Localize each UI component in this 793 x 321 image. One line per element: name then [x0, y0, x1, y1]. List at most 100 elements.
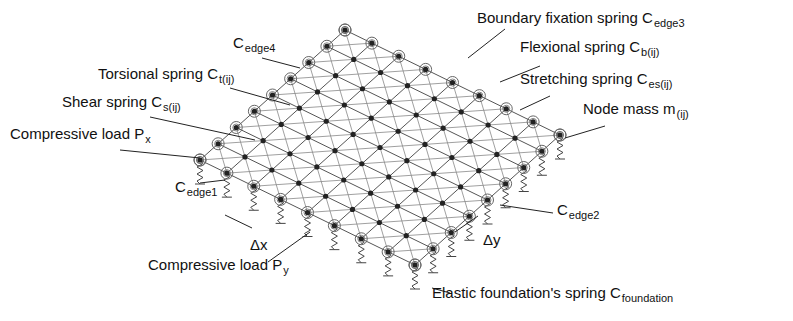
node-mass — [432, 96, 437, 101]
boundary-spring — [275, 193, 287, 205]
boundary-spring — [484, 197, 491, 204]
leader-line — [468, 29, 505, 58]
node-mass — [521, 165, 526, 170]
boundary-spring — [221, 167, 233, 179]
node-mass — [216, 141, 221, 146]
node-mass — [305, 210, 310, 215]
node-mass — [396, 54, 401, 59]
node-mass — [359, 161, 364, 166]
node-mass — [440, 201, 445, 206]
node-mass — [296, 181, 301, 186]
boundary-spring — [331, 222, 338, 229]
ground-mark — [464, 240, 474, 241]
boundary-spring — [339, 24, 351, 36]
shear-spring — [434, 174, 443, 203]
boundary-spring — [449, 79, 456, 86]
node-mass — [278, 197, 283, 202]
node-mass — [360, 86, 365, 91]
node-mass — [269, 167, 274, 172]
node-mass — [279, 122, 284, 127]
boundary-spring — [342, 27, 349, 34]
shear-spring — [408, 86, 417, 115]
callout-label: Stretching spring C — [520, 70, 648, 88]
subscript: edge3 — [654, 17, 685, 29]
node-mass — [512, 136, 517, 141]
node-mass — [306, 60, 311, 65]
shear-spring — [362, 164, 371, 193]
node-mass — [342, 102, 347, 107]
node-mass — [431, 246, 436, 251]
node-mass — [341, 177, 346, 182]
boundary-spring — [500, 178, 512, 190]
shear-spring — [398, 206, 407, 235]
node-mass — [422, 142, 427, 147]
boundary-spring — [430, 245, 437, 252]
boundary-spring — [248, 180, 260, 192]
node-mass — [539, 149, 544, 154]
boundary-spring — [277, 196, 284, 203]
ground-mark — [501, 207, 511, 208]
boundary-spring — [233, 124, 240, 131]
boundary-spring — [463, 210, 475, 222]
callout-label: Flexional spring C — [520, 38, 640, 56]
boundary-spring — [250, 183, 257, 190]
boundary-spring — [358, 235, 365, 242]
shear-spring — [308, 138, 317, 167]
shear-spring — [443, 128, 452, 157]
node-mass — [315, 89, 320, 94]
node-mass — [377, 220, 382, 225]
node-mass — [449, 230, 454, 235]
ground-mark — [446, 256, 456, 257]
boundary-spring — [409, 259, 421, 271]
node-mass — [378, 70, 383, 75]
callout-label: C — [175, 178, 186, 196]
boundary-spring — [248, 105, 260, 117]
subscript: x — [145, 133, 151, 145]
callout-label: C — [233, 34, 244, 52]
ground-mark — [195, 184, 205, 185]
ground-mark — [537, 175, 547, 176]
shear-spring — [425, 144, 434, 173]
callout-label: Compressive load P — [148, 256, 282, 274]
boundary-spring — [342, 27, 349, 34]
node-mass — [386, 174, 391, 179]
shear-spring — [452, 158, 461, 187]
leader-line — [150, 117, 255, 140]
node-mass — [224, 171, 229, 176]
boundary-spring — [303, 57, 315, 69]
leader-line — [120, 150, 200, 158]
callout-label: Node mass m — [583, 100, 676, 118]
node-mass — [332, 223, 337, 228]
stretching-spring — [291, 79, 506, 184]
boundary-spring — [557, 132, 564, 139]
ground-mark — [555, 159, 565, 160]
node-mass — [557, 132, 562, 137]
subscript: edge1 — [187, 186, 218, 198]
node-mass — [324, 44, 329, 49]
node-mass — [369, 41, 374, 46]
node-mass — [387, 99, 392, 104]
dimension-label: Δy — [483, 231, 501, 249]
boundary-spring — [251, 108, 258, 115]
shear-spring — [353, 134, 362, 163]
node-mass — [234, 125, 239, 130]
node-mass — [413, 187, 418, 192]
ground-mark — [249, 210, 259, 211]
boundary-spring — [518, 162, 530, 174]
node-mass — [324, 119, 329, 124]
node-mass — [422, 217, 427, 222]
subscript: foundation — [622, 292, 673, 304]
callout-label: Torsional spring C — [98, 65, 218, 83]
boundary-spring — [412, 262, 419, 269]
boundary-spring — [230, 122, 242, 134]
dimension-mark — [455, 216, 478, 232]
node-mass — [467, 139, 472, 144]
boundary-spring — [382, 246, 394, 258]
node-mass — [504, 106, 509, 111]
callout-label: Boundary fixation spring C — [477, 9, 653, 27]
boundary-spring — [328, 220, 340, 232]
leader-line — [200, 180, 225, 183]
shear-spring — [398, 131, 407, 160]
node-mass — [412, 262, 417, 267]
boundary-spring — [395, 53, 402, 60]
